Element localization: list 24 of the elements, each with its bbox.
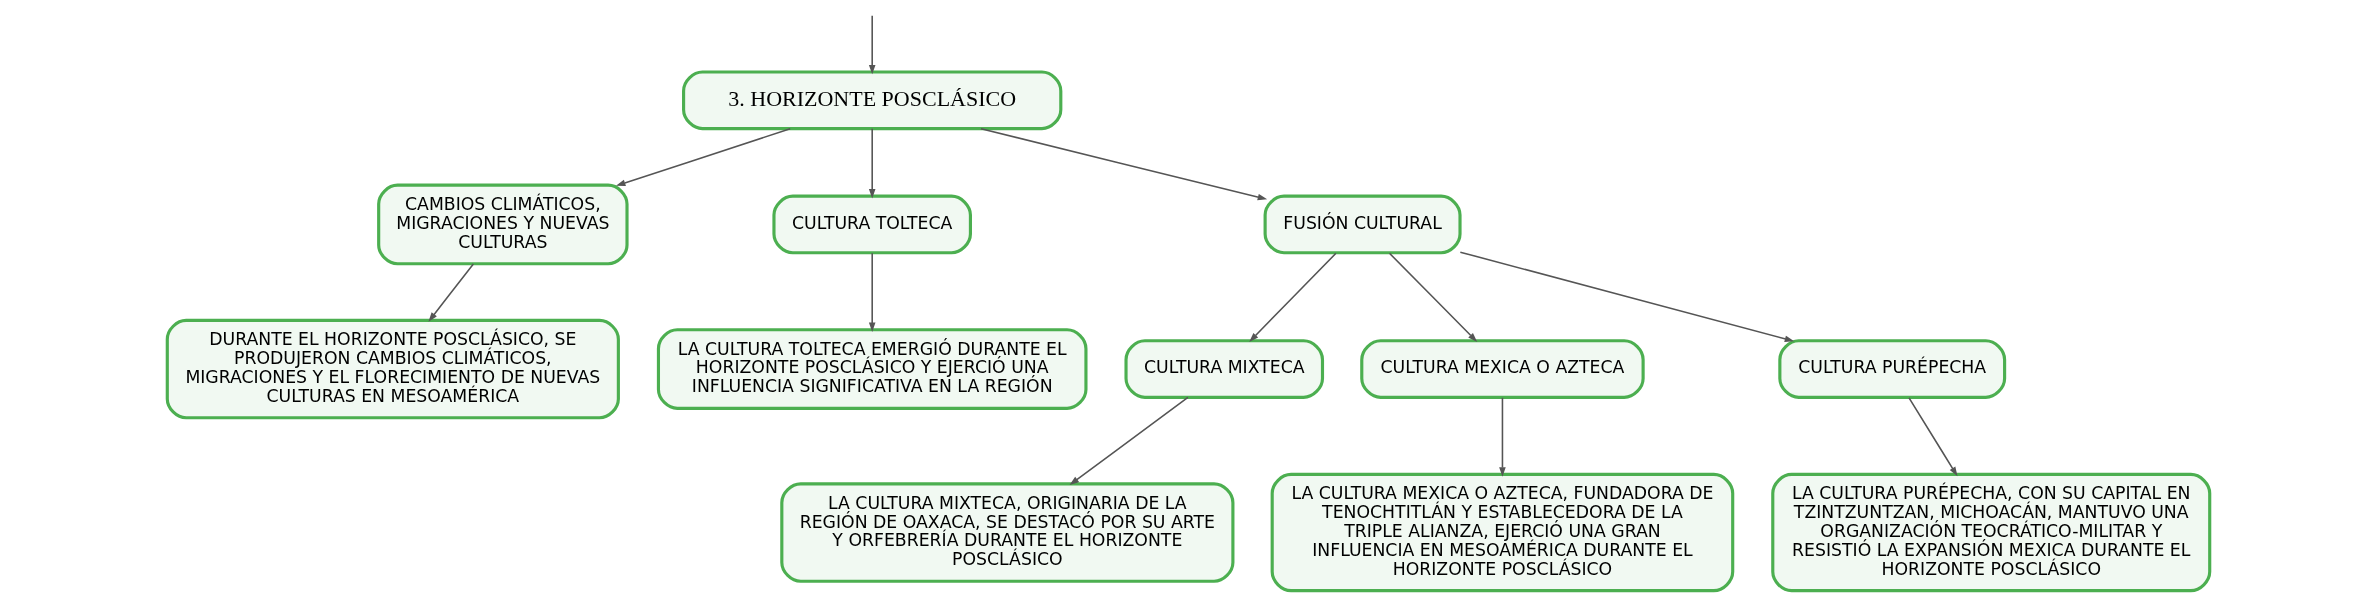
arrow	[1248, 252, 1337, 342]
arrow	[979, 127, 1267, 201]
node-box: LA CULTURA MIXTECA, ORIGINARIA DE LA REGIÓN DE OAXACA, SE DESTACÓ POR SU ARTE Y ORFEBRERÍA DURANTE EL HORIZONTE POSCLÁSICO	[779, 482, 1234, 583]
arrow	[1388, 252, 1477, 342]
node-box: 3. HORIZONTE POSCLÁSICO	[681, 70, 1062, 131]
node-box: CULTURA MIXTECA	[1123, 339, 1324, 399]
node-box: CULTURA MEXICA O AZTECA	[1359, 339, 1645, 399]
arrow	[1069, 396, 1189, 485]
arrow	[1907, 397, 1958, 477]
arrow	[868, 14, 875, 75]
node-box: DURANTE EL HORIZONTE POSCLÁSICO, SE PRODUJERON CAMBIOS CLIMÁTICOS, MIGRACIONES Y EL FLORECIMIENTO DE NUEVAS CULTURAS EN MESOAMÉRICA	[165, 318, 620, 420]
arrow	[868, 127, 875, 199]
arrow	[1498, 397, 1506, 477]
arrow	[427, 263, 474, 322]
node-box: LA CULTURA PURÉPECHA, CON SU CAPITAL EN TZINTZUNTZAN, MICHOACÁN, MANTUVO UNA ORGANIZACIÓN TEOCRÁTICO-MILITAR Y RESISTIÓ LA EXPANSIÓN MEXICA DURANTE EL HORIZONTE POSCLÁSICO	[1770, 472, 2211, 593]
arrow	[868, 252, 875, 332]
node-box: LA CULTURA TOLTECA EMERGIÓ DURANTE EL HORIZONTE POSCLÁSICO Y EJERCIÓ UNA INFLUENCIA SIGNIFICATIVA EN LA REGIÓN	[656, 328, 1087, 410]
node-box: FUSIÓN CULTURAL	[1263, 194, 1462, 255]
node-box: CULTURA TOLTECA	[771, 194, 972, 255]
node-box: LA CULTURA MEXICA O AZTECA, FUNDADORA DE TENOCHTITLÁN Y ESTABLECEDORA DE LA TRIPLE ALIANZA, EJERCIÓ UNA GRAN INFLUENCIA EN MESOAMÉRICA DURANTE EL HORIZONTE POSCLÁSICO	[1270, 472, 1734, 593]
node-box: CULTURA PURÉPECHA	[1777, 339, 2006, 399]
arrow	[1459, 251, 1794, 343]
arrow	[615, 127, 791, 187]
node-box: CAMBIOS CLIMÁTICOS, MIGRACIONES Y NUEVAS CULTURAS	[376, 183, 629, 266]
